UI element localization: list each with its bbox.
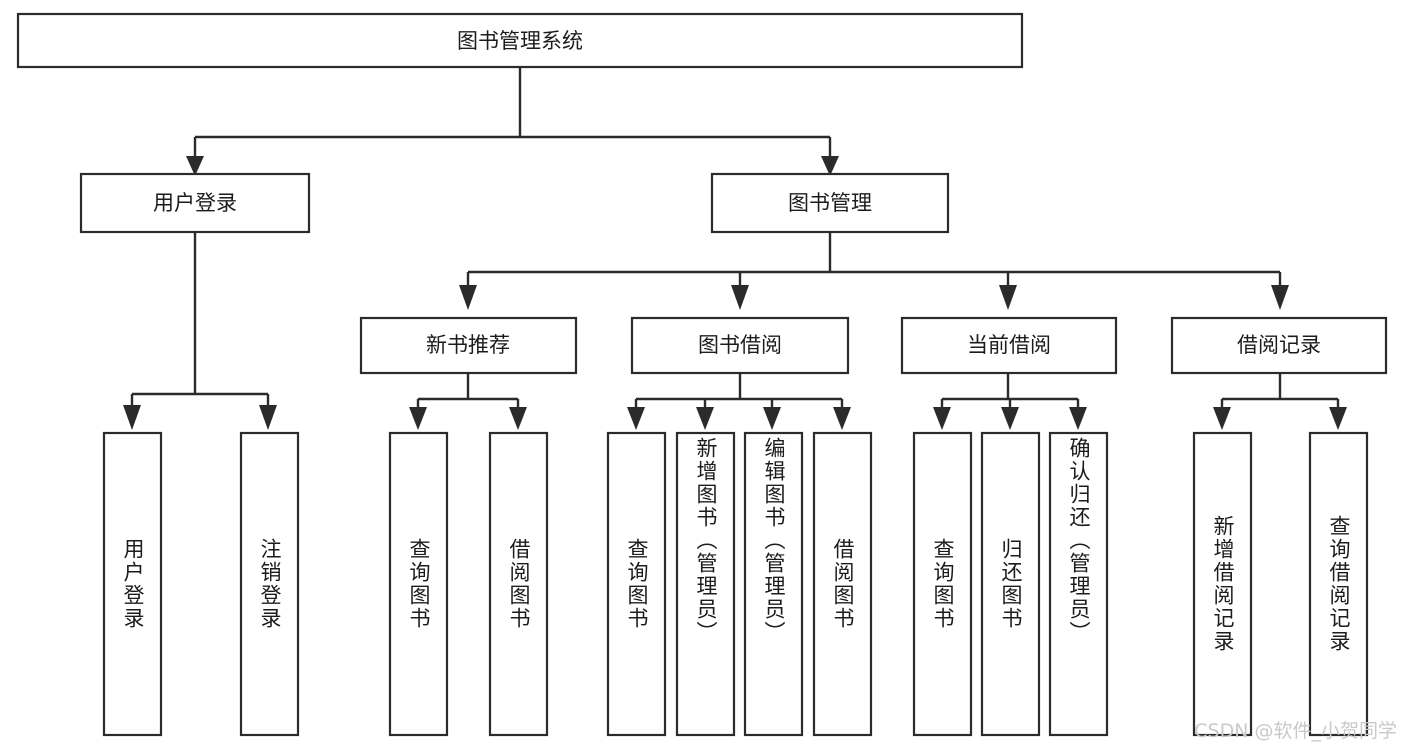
arrow-to-book-mgmt — [821, 156, 839, 176]
arrow-borrowrecords-leaf-2 — [1329, 407, 1347, 430]
leaf-user-login-2[interactable] — [239, 431, 300, 737]
node-book-management[interactable]: 图书管理 — [710, 172, 950, 234]
leaf-user-login-1-textwrap: 用户登录 — [104, 433, 161, 735]
leaf-book-borrow-1-label: 查询图书 — [625, 538, 649, 630]
leaf-current-borrow-2-box[interactable] — [980, 431, 1041, 737]
leaf-current-borrow-1-box[interactable] — [912, 431, 973, 737]
leaf-current-borrow-1[interactable] — [912, 431, 973, 737]
leaf-book-borrow-2[interactable] — [675, 431, 736, 737]
leaf-book-borrow-3-label: 编辑图书（管理员） — [762, 437, 786, 644]
arrow-currentborrow-leaf-2 — [1001, 407, 1019, 430]
arrow-to-book-borrow — [731, 285, 749, 310]
leaf-user-login-2-label: 注销登录 — [258, 538, 282, 630]
leaf-borrow-records-1-textwrap: 新增借阅记录 — [1194, 433, 1251, 735]
leaf-book-borrow-3[interactable] — [743, 431, 804, 737]
leaf-book-borrow-1-box[interactable] — [606, 431, 667, 737]
leaf-book-borrow-3-box[interactable] — [743, 431, 804, 737]
arrow-bookborrow-leaf-1 — [627, 407, 645, 430]
node-root-box[interactable] — [16, 12, 1024, 69]
node-book-borrow-box[interactable] — [630, 316, 850, 375]
leaf-new-book-1-box[interactable] — [388, 431, 449, 737]
arrow-userlogin-leaf-1 — [123, 405, 141, 430]
node-book-borrow[interactable]: 图书借阅 — [630, 316, 850, 375]
leaf-user-login-1-box[interactable] — [102, 431, 163, 737]
leaf-book-borrow-4-box[interactable] — [812, 431, 873, 737]
arrow-to-borrow-records — [1271, 285, 1289, 310]
node-new-book-recommend-label: 新书推荐 — [426, 333, 510, 357]
leaf-new-book-1[interactable] — [388, 431, 449, 737]
leaf-current-borrow-2[interactable] — [980, 431, 1041, 737]
leaf-new-book-2-textwrap: 借阅图书 — [490, 433, 547, 735]
node-root-label: 图书管理系统 — [457, 29, 583, 53]
arrow-bookborrow-leaf-3 — [763, 407, 781, 430]
edge-layer — [123, 67, 1347, 430]
node-user-login-label: 用户登录 — [153, 191, 237, 215]
leaf-borrow-records-1[interactable] — [1192, 431, 1253, 737]
leaf-current-borrow-3-textwrap: 确认归还（管理员） — [1050, 437, 1107, 735]
leaf-current-borrow-1-label: 查询图书 — [931, 538, 955, 630]
arrow-to-user-login — [186, 156, 204, 176]
leaf-book-borrow-4-label: 借阅图书 — [831, 538, 855, 630]
leaf-new-book-2-label: 借阅图书 — [507, 538, 531, 630]
leaf-borrow-records-2-textwrap: 查询借阅记录 — [1310, 433, 1367, 735]
arrow-borrowrecords-leaf-1 — [1213, 407, 1231, 430]
leaf-borrow-records-1-label: 新增借阅记录 — [1211, 515, 1235, 653]
leaf-current-borrow-3-label: 确认归还（管理员） — [1067, 437, 1091, 644]
leaf-new-book-2-box[interactable] — [488, 431, 549, 737]
node-user-login-box[interactable] — [79, 172, 311, 234]
leaf-user-login-2-box[interactable] — [239, 431, 300, 737]
csdn-watermark: CSDN @软件_小贺同学 — [1194, 720, 1397, 742]
leaf-current-borrow-2-label: 归还图书 — [999, 538, 1023, 630]
leaf-book-borrow-2-label: 新增图书（管理员） — [694, 437, 718, 644]
leaf-new-book-1-textwrap: 查询图书 — [390, 433, 447, 735]
leaf-book-borrow-2-box[interactable] — [675, 431, 736, 737]
node-borrow-records-label: 借阅记录 — [1237, 333, 1321, 357]
node-root[interactable]: 图书管理系统 — [16, 12, 1024, 69]
leaf-current-borrow-1-textwrap: 查询图书 — [914, 433, 971, 735]
node-user-login[interactable]: 用户登录 — [79, 172, 311, 234]
leaf-borrow-records-2-box[interactable] — [1308, 431, 1369, 737]
leaf-book-borrow-1[interactable] — [606, 431, 667, 737]
arrow-to-new-book-recommend — [459, 285, 477, 310]
node-book-management-label: 图书管理 — [788, 191, 872, 215]
leaf-user-login-2-textwrap: 注销登录 — [241, 433, 298, 735]
leaf-book-borrow-2-textwrap: 新增图书（管理员） — [677, 437, 734, 735]
leaf-borrow-records-1-box[interactable] — [1192, 431, 1253, 737]
node-borrow-records-box[interactable] — [1170, 316, 1388, 375]
node-current-borrow-box[interactable] — [900, 316, 1118, 375]
arrow-to-current-borrow — [999, 285, 1017, 310]
leaf-book-borrow-3-textwrap: 编辑图书（管理员） — [745, 437, 802, 735]
arrow-newbook-leaf-2 — [509, 407, 527, 430]
node-current-borrow-label: 当前借阅 — [967, 333, 1051, 357]
leaf-book-borrow-4-textwrap: 借阅图书 — [814, 433, 871, 735]
leaf-borrow-records-2-label: 查询借阅记录 — [1327, 515, 1351, 653]
node-new-book-recommend-box[interactable] — [359, 316, 578, 375]
node-current-borrow[interactable]: 当前借阅 — [900, 316, 1118, 375]
leaf-user-login-1[interactable] — [102, 431, 163, 737]
leaf-borrow-records-2[interactable] — [1308, 431, 1369, 737]
arrow-bookborrow-leaf-4 — [833, 407, 851, 430]
arrow-currentborrow-leaf-3 — [1069, 407, 1087, 430]
node-new-book-recommend[interactable]: 新书推荐 — [359, 316, 578, 375]
leaf-user-login-1-label: 用户登录 — [121, 538, 145, 630]
leaf-book-borrow-1-textwrap: 查询图书 — [608, 433, 665, 735]
node-book-management-box[interactable] — [710, 172, 950, 234]
leaf-current-borrow-2-textwrap: 归还图书 — [982, 433, 1039, 735]
leaf-new-book-2[interactable] — [488, 431, 549, 737]
node-borrow-records[interactable]: 借阅记录 — [1170, 316, 1388, 375]
arrow-newbook-leaf-1 — [409, 407, 427, 430]
leaf-new-book-1-label: 查询图书 — [407, 538, 431, 630]
leaf-current-borrow-3[interactable] — [1048, 431, 1109, 737]
arrow-userlogin-leaf-2 — [259, 405, 277, 430]
arrow-bookborrow-leaf-2 — [696, 407, 714, 430]
leaf-book-borrow-4[interactable] — [812, 431, 873, 737]
arrow-currentborrow-leaf-1 — [933, 407, 951, 430]
leaf-current-borrow-3-box[interactable] — [1048, 431, 1109, 737]
node-book-borrow-label: 图书借阅 — [698, 333, 782, 357]
